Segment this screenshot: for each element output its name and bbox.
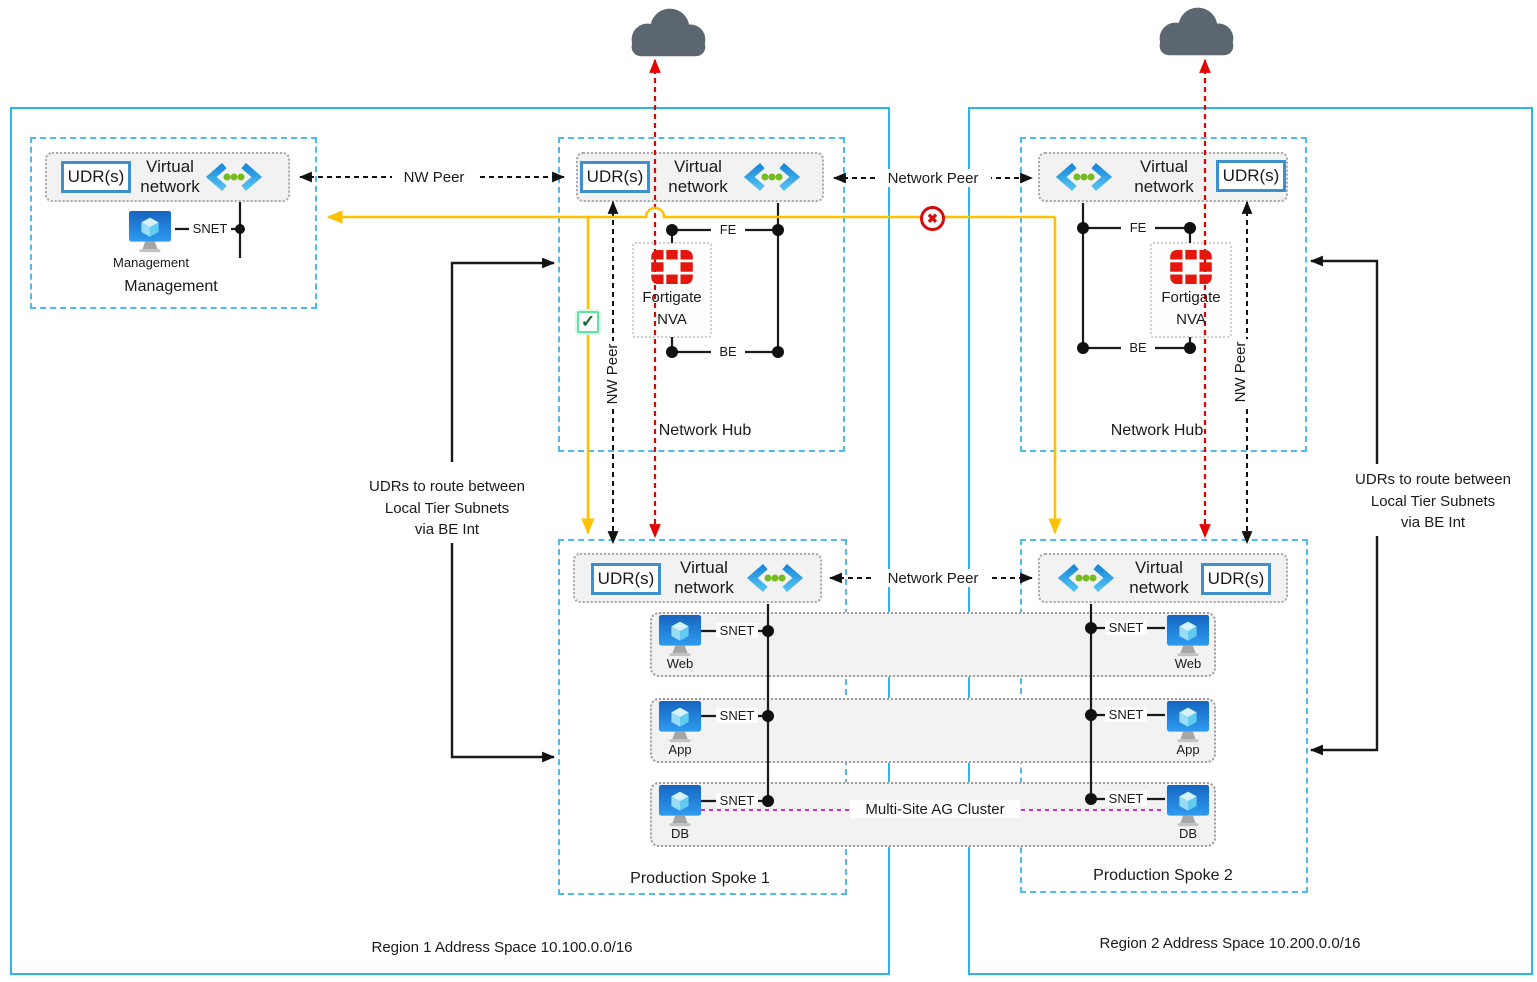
junction-dots: [235, 222, 1196, 807]
hub2-be-label: BE: [1121, 340, 1155, 355]
udr-route-note-right: UDRs to route between Local Tier Subnets…: [1355, 471, 1511, 531]
db-label-right: DB: [1178, 826, 1198, 841]
region-1-label: Region 1 Address Space 10.100.0.0/16: [371, 939, 633, 956]
region-1-box: [10, 107, 890, 975]
fortigate-icon: [651, 250, 693, 284]
spoke1-udr-box: UDR(s): [591, 563, 661, 595]
udr-label: UDR(s): [67, 167, 125, 186]
spoke-network-peer-label: Network Peer: [875, 569, 991, 587]
mgmt-hub1-nw-peer-label: NW Peer: [392, 168, 476, 186]
hub1-vnet-box: [576, 152, 824, 202]
hub1-udr-box: UDR(s): [580, 161, 650, 193]
hub1-box: [558, 137, 845, 452]
udr-route-note-left: UDRs to route between Local Tier Subnets…: [369, 478, 525, 538]
hub1-fe-label: FE: [711, 222, 745, 237]
hub1-vnet-label: Virtual network: [668, 157, 728, 196]
fortigate-icon: [1170, 250, 1212, 284]
udr-label: UDR(s): [1222, 166, 1280, 185]
blocked-icon: ✖: [920, 206, 945, 231]
vm-icon: [658, 700, 702, 743]
vnet-icon: [744, 163, 800, 191]
hub2-vnet-label: Virtual network: [1134, 157, 1194, 196]
hub2-udr-box: UDR(s): [1216, 160, 1286, 192]
vm-icon: [658, 784, 702, 827]
vm-icon: [1166, 614, 1210, 657]
web-label-right: Web: [1174, 656, 1202, 671]
spoke2-db-snet-label: SNET: [1105, 791, 1147, 806]
spoke1-web-snet-label: SNET: [716, 623, 758, 638]
app-label-right: App: [1176, 742, 1200, 757]
hub1-title: Network Hub: [658, 422, 752, 439]
app-label-left: App: [668, 742, 692, 757]
management-vm-label: Management: [113, 255, 189, 270]
spoke2-title: Production Spoke 2: [1093, 867, 1233, 884]
db-label-left: DB: [670, 826, 690, 841]
vm-icon: [128, 210, 172, 253]
hub2-box: [1020, 137, 1307, 452]
web-label-left: Web: [666, 656, 694, 671]
hub-network-peer-label: Network Peer: [875, 169, 991, 187]
vm-icon: [1166, 784, 1210, 827]
region-2-box: [968, 107, 1533, 975]
vnet-icon: [206, 163, 262, 191]
management-udr-box: UDR(s): [61, 161, 131, 193]
fortigate1-label: Fortigate NVA: [642, 289, 702, 328]
udr-note-brackets: [450, 255, 1379, 763]
vnet-icon: [1058, 564, 1114, 592]
vnet-icon: [1056, 163, 1112, 191]
check-icon: ✓: [577, 311, 599, 333]
spoke2-udr-box: UDR(s): [1201, 563, 1271, 595]
hub2-title: Network Hub: [1110, 422, 1204, 439]
vm-icon: [658, 614, 702, 657]
management-box: [30, 137, 317, 309]
region-2-label: Region 2 Address Space 10.200.0.0/16: [1099, 935, 1361, 952]
spoke1-vnet-label: Virtual network: [674, 558, 734, 597]
ag-cluster-label: Multi-Site AG Cluster: [850, 800, 1020, 818]
spoke1-db-snet-label: SNET: [716, 793, 758, 808]
hub1-be-label: BE: [711, 344, 745, 359]
spoke2-app-snet-label: SNET: [1105, 707, 1147, 722]
management-title: Management: [124, 278, 218, 295]
cloud-icon: [631, 8, 706, 57]
vnet-icon: [747, 564, 803, 592]
spoke2-web-snet-label: SNET: [1105, 620, 1147, 635]
allowed-route: [326, 206, 1062, 535]
cloud-icon: [1159, 7, 1234, 56]
spoke1-title: Production Spoke 1: [630, 870, 770, 887]
spoke2-vnet-label: Virtual network: [1129, 558, 1189, 597]
udr-label: UDR(s): [597, 569, 655, 588]
hub2-nw-peer-vertical-label: NW Peer: [1225, 332, 1255, 412]
fortigate2-label: Fortigate NVA: [1161, 289, 1221, 328]
udr-label: UDR(s): [586, 167, 644, 186]
management-snet-label: SNET: [189, 221, 231, 236]
internet-routes: [649, 58, 1211, 539]
spoke1-app-snet-label: SNET: [716, 708, 758, 723]
vm-icon: [1166, 700, 1210, 743]
hub1-nw-peer-vertical-label: NW Peer: [597, 334, 627, 414]
management-vnet-label: Virtual network: [140, 157, 200, 196]
udr-label: UDR(s): [1207, 569, 1265, 588]
hub2-fe-label: FE: [1121, 220, 1155, 235]
